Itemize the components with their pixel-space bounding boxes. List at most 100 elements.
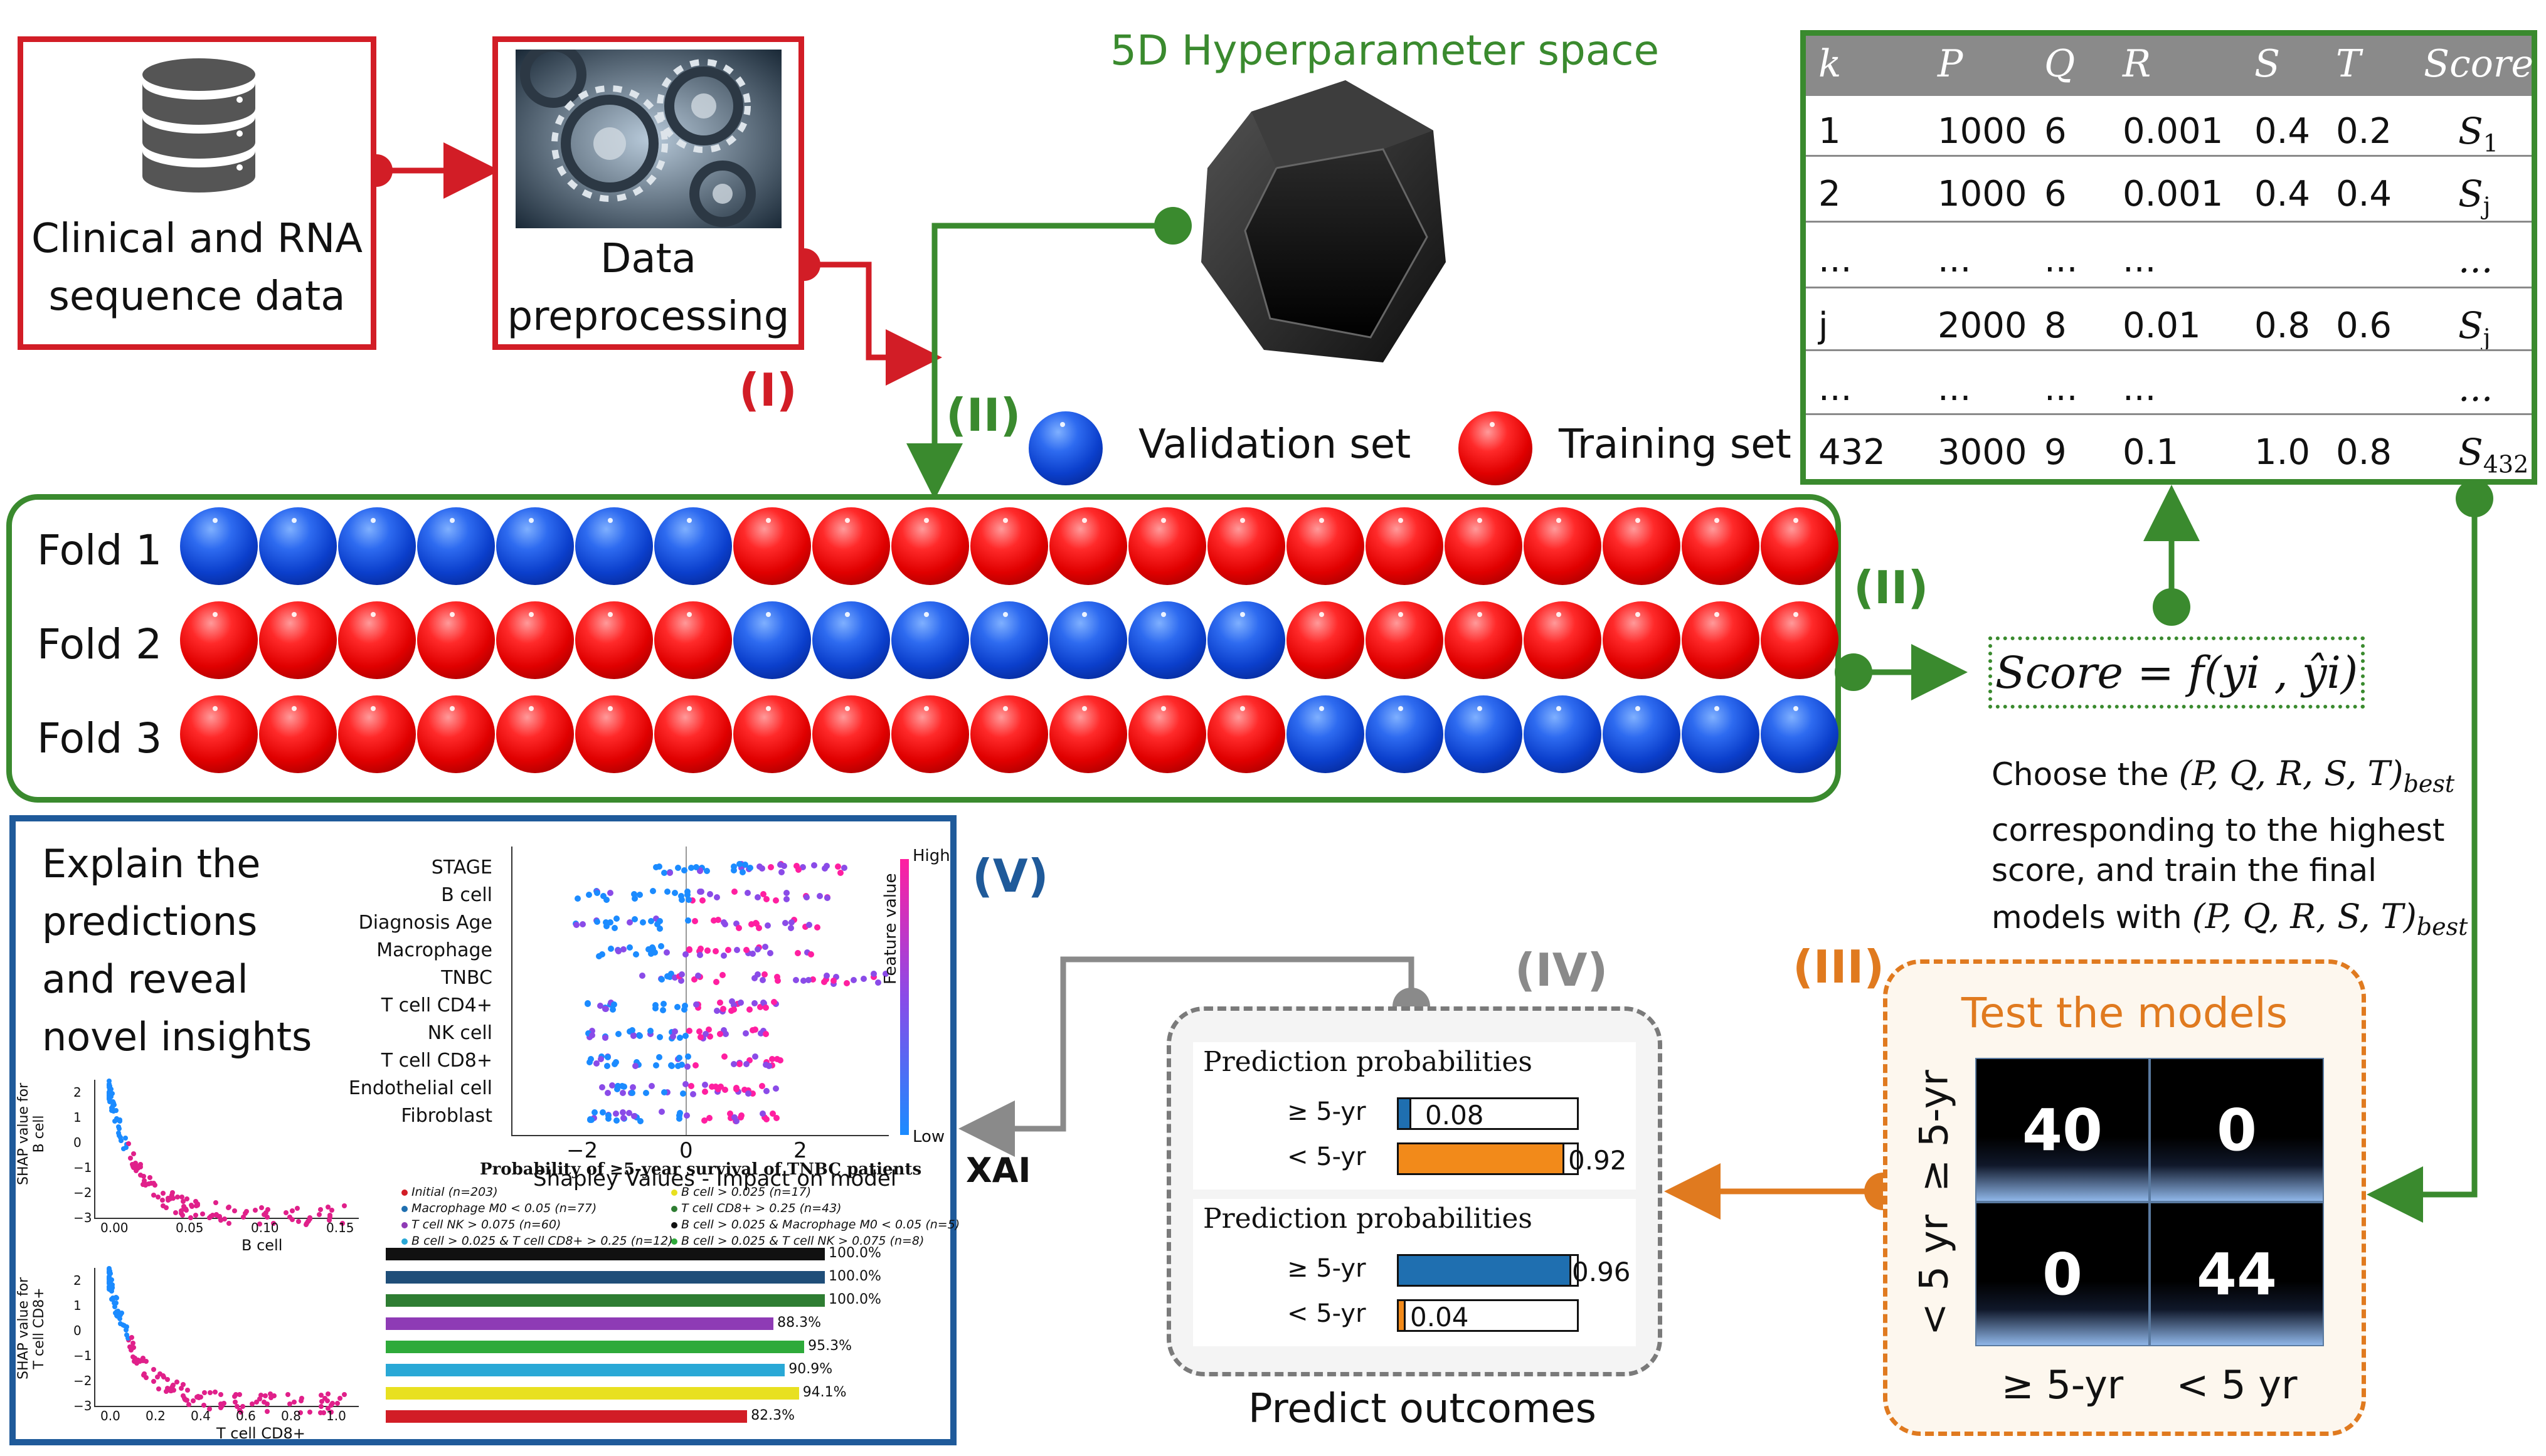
shap-point: [696, 951, 703, 958]
shap-point: [730, 863, 737, 870]
shap-point: [687, 864, 694, 871]
scatter-point: [117, 1321, 123, 1326]
shap-point: [703, 868, 710, 875]
scatter-point: [234, 1403, 240, 1409]
scatter-point: [243, 1209, 249, 1215]
shap-point: [749, 1026, 756, 1033]
shap-point: [743, 946, 750, 953]
shap-point: [760, 1000, 767, 1006]
shap-point: [627, 944, 634, 951]
scatter-ytick: −1: [73, 1160, 92, 1175]
training-ball: [1049, 695, 1127, 773]
arrow-preprocess-to-cv: [788, 248, 942, 386]
shap-point: [605, 1112, 612, 1119]
shap-point: [756, 863, 763, 870]
scatter-point: [131, 1164, 136, 1170]
shap-point: [783, 889, 790, 896]
shap-point: [733, 920, 740, 927]
scatter-point: [115, 1130, 121, 1136]
scatter-ytick: −1: [73, 1348, 92, 1363]
shap-point: [802, 923, 809, 930]
scatter-point: [290, 1217, 295, 1222]
shap-point: [629, 1084, 636, 1091]
scatter-point: [184, 1398, 189, 1403]
shap-point: [684, 1053, 691, 1060]
choose-line4-sub: best: [2416, 913, 2468, 941]
survival-bar-label: 82.3%: [751, 1408, 795, 1423]
scatter-point: [161, 1203, 166, 1208]
shap-point: [706, 1033, 713, 1040]
training-ball: [1603, 601, 1680, 679]
step-I-label: (I): [739, 364, 797, 416]
shap-point: [636, 892, 643, 899]
shap-point: [684, 889, 691, 895]
training-ball: [1761, 507, 1838, 585]
shap-point: [660, 1006, 667, 1013]
shap-point: [647, 917, 654, 924]
shap-point: [861, 976, 867, 983]
shap-feature-label: TNBC: [441, 967, 492, 989]
table-score-cell: ...: [2458, 238, 2493, 281]
scatter-point: [272, 1393, 277, 1398]
scatter-point: [151, 1379, 157, 1385]
scatter-point: [287, 1401, 293, 1406]
training-ball: [1524, 601, 1601, 679]
validation-ball: [1049, 601, 1127, 679]
shap-high-label: High: [913, 847, 950, 865]
scatter-point: [226, 1220, 231, 1226]
shap-point: [721, 921, 728, 927]
test-models-title: Test the models: [1961, 989, 2288, 1037]
scatter-point: [118, 1135, 124, 1140]
scatter-point: [184, 1196, 189, 1201]
shap-point: [600, 892, 607, 899]
shap-point: [668, 1063, 675, 1070]
shap-point: [658, 976, 665, 983]
training-ball: [1603, 507, 1680, 585]
shap-point: [682, 1081, 689, 1088]
table-cell: 0.4: [2254, 174, 2311, 214]
panel1-value-lt5: 0.92: [1568, 1145, 1627, 1176]
scatter-point: [327, 1218, 332, 1223]
legend-swatch: [671, 1222, 677, 1228]
shap-point: [667, 974, 674, 981]
scatter-point: [240, 1403, 246, 1409]
table-cell: 0.1: [2123, 432, 2179, 473]
scatter-point: [137, 1161, 143, 1167]
table-cell: ...: [2044, 240, 2078, 280]
row-label-ge5: ≥ 5-yr: [1911, 1070, 1957, 1192]
choose-line2: corresponding to the highest: [1992, 812, 2445, 848]
scatter-point: [226, 1204, 232, 1210]
training-ball: [1445, 601, 1522, 679]
step-III-label: (III): [1793, 941, 1885, 993]
shap-point: [688, 1083, 695, 1090]
shap-xlabel: Shapley Values - Impact on model: [533, 1166, 897, 1191]
scatter-point: [317, 1212, 322, 1218]
training-ball: [1366, 507, 1443, 585]
shap-point: [657, 925, 664, 932]
scatter-point: [107, 1087, 113, 1093]
survival-bar: [386, 1410, 748, 1423]
scatter-ytick: 1: [73, 1110, 82, 1125]
shap-point: [619, 1109, 626, 1116]
scatter-ytick: 0: [73, 1323, 82, 1338]
survival-legend: Initial (n=203)B cell > 0.025 (n=17)Macr…: [401, 1185, 960, 1260]
shap-low-label: Low: [913, 1127, 945, 1146]
scatter-point: [297, 1410, 303, 1415]
shap-point: [580, 921, 586, 927]
scatter-ytick: −3: [73, 1398, 92, 1413]
scatter-point: [221, 1216, 227, 1221]
shap-point: [738, 865, 745, 872]
shap-point: [811, 862, 818, 868]
arrow-table-to-test: [2367, 480, 2493, 1223]
training-ball: [417, 695, 495, 773]
shap-point: [755, 971, 761, 978]
table-row-divider: [1806, 155, 2532, 157]
shap-point: [837, 869, 844, 876]
panel2-value-lt5: 0.04: [1410, 1302, 1469, 1332]
shap-point: [720, 1026, 727, 1033]
shap-point: [749, 951, 756, 957]
legend-swatch: [671, 1190, 677, 1196]
shap-point: [631, 1112, 638, 1119]
shap-point: [746, 1006, 753, 1013]
shap-point: [741, 1086, 748, 1093]
